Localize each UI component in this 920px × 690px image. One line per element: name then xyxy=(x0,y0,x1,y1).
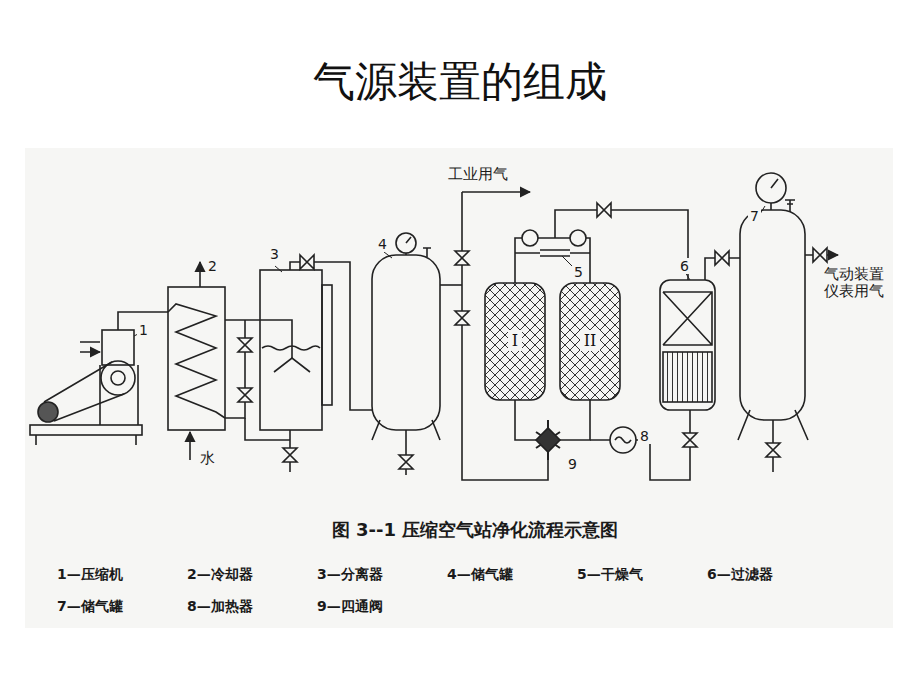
slide-title: 气源装置的组成 xyxy=(313,58,607,106)
key-item: 2—冷却器 xyxy=(185,566,255,582)
key-item: 3—分离器 xyxy=(315,566,385,582)
flow-label: 气动装置 仪表用气 xyxy=(822,266,892,301)
dryer-tower-mark: II xyxy=(580,330,601,351)
valve-symbol xyxy=(238,388,252,402)
callout-number: 2 xyxy=(206,258,219,274)
valve-symbols xyxy=(238,203,827,469)
figure-caption: 图 3--1 压缩空气站净化流程示意图 xyxy=(330,520,621,541)
valve-symbol xyxy=(813,248,827,262)
dryer-tower-mark: I xyxy=(508,330,522,351)
key-item: 8—加热器 xyxy=(185,598,255,614)
tower-number: I xyxy=(512,331,518,350)
callout-number: 3 xyxy=(268,246,281,262)
figure-panel xyxy=(25,148,893,628)
key-item: 9—四通阀 xyxy=(315,598,385,614)
valve-symbol xyxy=(766,443,780,457)
valve-symbol xyxy=(597,203,611,217)
callout-number: 1 xyxy=(137,322,150,338)
key-item: 1—压缩机 xyxy=(55,566,125,582)
valve-symbol xyxy=(399,455,413,469)
callout-number: 6 xyxy=(678,258,691,274)
equipment xyxy=(30,173,838,480)
valve-symbol xyxy=(300,255,314,269)
valve-symbol xyxy=(283,448,297,462)
valve-symbol xyxy=(238,338,252,352)
valve-symbol xyxy=(455,311,469,325)
key-item: 6—过滤器 xyxy=(705,566,775,582)
valve-symbol xyxy=(715,251,729,265)
valve-symbol xyxy=(683,433,697,447)
callout-number: 5 xyxy=(572,264,585,280)
tower-number: II xyxy=(584,331,597,350)
valve-symbol xyxy=(455,251,469,265)
callout-number: 7 xyxy=(748,208,761,224)
key-item: 5—干燥气 xyxy=(575,566,645,582)
flow-label: 工业用气 xyxy=(446,166,510,183)
key-item: 7—储气罐 xyxy=(55,598,125,614)
callout-number: 9 xyxy=(566,456,579,472)
callout-number: 4 xyxy=(376,236,389,252)
key-item: 4—储气罐 xyxy=(445,566,515,582)
callout-number: 8 xyxy=(638,428,651,444)
flow-label: 水 xyxy=(198,450,217,467)
